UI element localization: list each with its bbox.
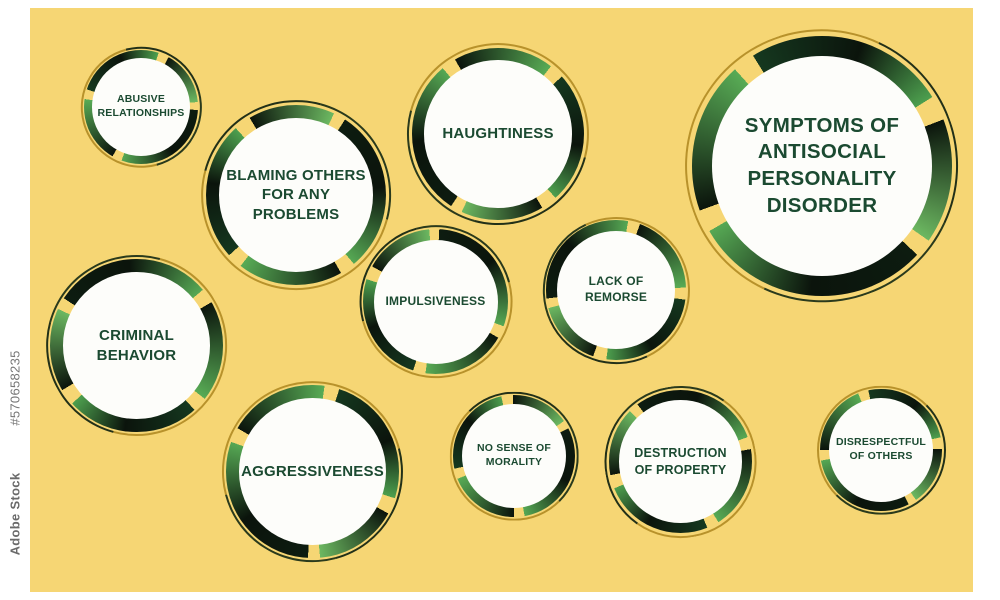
bubble-title-symptoms: SYMPTOMS OF ANTISOCIAL PERSONALITY DISOR… — [646, 0, 998, 342]
bubble-face: ABUSIVE RELATIONSHIPS — [92, 58, 190, 156]
bubble-face: BLAMING OTHERS FOR ANY PROBLEMS — [219, 118, 373, 272]
bubble-face: HAUGHTINESS — [424, 60, 572, 208]
bubble-label: IMPULSIVENESS — [385, 293, 486, 308]
bubble-face: DESTRUCTION OF PROPERTY — [619, 400, 742, 523]
bubble-label: DISRESPECTFUL OF OTHERS — [835, 436, 927, 462]
bubble-face: SYMPTOMS OF ANTISOCIAL PERSONALITY DISOR… — [711, 55, 933, 277]
bubble-face: DISRESPECTFUL OF OTHERS — [829, 398, 933, 502]
bubble-label: BLAMING OTHERS FOR ANY PROBLEMS — [226, 166, 366, 223]
bubble-aggressiveness: AGGRESSIVENESS — [188, 347, 437, 596]
bubble-haughtiness: HAUGHTINESS — [373, 9, 623, 259]
bubble-label: HAUGHTINESS — [442, 125, 554, 143]
bubble-no-sense-of-morality: NO SENSE OF MORALITY — [449, 391, 579, 521]
bubble-impulsiveness: IMPULSIVENESS — [330, 196, 541, 407]
bubble-face: AGGRESSIVENESS — [239, 398, 386, 545]
bubble-label: ABUSIVE RELATIONSHIPS — [97, 93, 185, 119]
bubble-label: AGGRESSIVENESS — [241, 462, 384, 480]
watermark-id: #570658235 — [7, 350, 23, 426]
bubble-face: NO SENSE OF MORALITY — [462, 404, 566, 508]
bubble-label: DESTRUCTION OF PROPERTY — [634, 446, 727, 477]
bubble-face: CRIMINAL BEHAVIOR — [63, 272, 210, 419]
bubble-label: CRIMINAL BEHAVIOR — [96, 327, 177, 364]
watermark-strip: #570658235 Adobe Stock — [0, 0, 30, 600]
bubble-label: LACK OF REMORSE — [584, 274, 648, 304]
bubble-disrespectful-of-others: DISRESPECTFUL OF OTHERS — [816, 385, 946, 515]
bubble-label: NO SENSE OF MORALITY — [477, 442, 551, 468]
bubble-face: IMPULSIVENESS — [373, 239, 498, 364]
bubble-lack-of-remorse: LACK OF REMORSE — [522, 196, 710, 384]
title-label: SYMPTOMS OF ANTISOCIAL PERSONALITY DISOR… — [744, 113, 900, 217]
bubble-criminal-behavior: CRIMINAL BEHAVIOR — [12, 221, 261, 470]
bubble-face: LACK OF REMORSE — [556, 230, 676, 350]
watermark-brand: Adobe Stock — [7, 472, 23, 556]
bubble-destruction-of-property: DESTRUCTION OF PROPERTY — [592, 373, 769, 550]
bubble-blaming-others: BLAMING OTHERS FOR ANY PROBLEMS — [166, 65, 426, 325]
bubble-abusive-relationships: ABUSIVE RELATIONSHIPS — [58, 24, 224, 190]
